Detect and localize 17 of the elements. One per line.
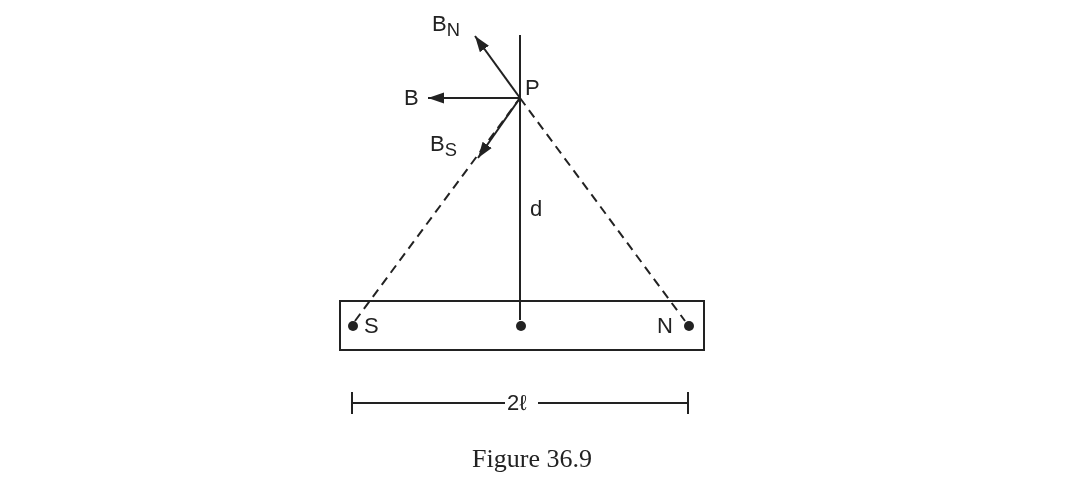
pole-dot <box>348 321 358 331</box>
center-dot <box>516 321 526 331</box>
vector-arrow <box>474 35 521 99</box>
vector-label: B$_{S}$ <box>430 132 470 158</box>
point-label: P <box>519 76 541 99</box>
vector-label: B <box>404 86 426 110</box>
dashed-line <box>353 97 521 322</box>
vector-arrow <box>427 92 521 104</box>
dashed-line <box>519 97 687 322</box>
bar-magnet <box>339 300 705 351</box>
pole-dot <box>684 321 694 331</box>
pole-label: N <box>657 314 673 338</box>
vector-label: B$_{N}$ <box>432 12 472 38</box>
pole-label: S <box>364 314 379 338</box>
line <box>519 97 521 321</box>
dimension-label: 2ℓ <box>507 391 527 415</box>
figure-caption: Figure 36.9 <box>471 444 593 474</box>
